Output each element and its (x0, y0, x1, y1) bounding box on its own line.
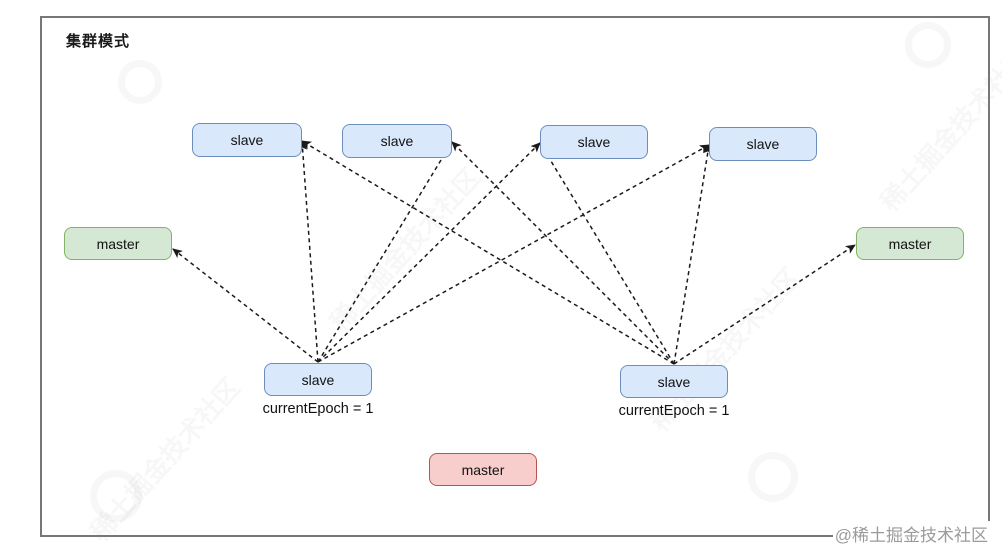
diagram-title: 集群模式 (66, 33, 131, 50)
node-slave-top-3: slave (540, 125, 648, 159)
node-master-left: master (64, 227, 172, 260)
node-slave-top-1: slave (192, 123, 302, 157)
node-master-right: master (856, 227, 964, 260)
node-slave-bottom-right: slave (620, 365, 728, 398)
diagram-frame (40, 16, 990, 537)
epoch-caption-left: currentEpoch = 1 (262, 401, 374, 417)
node-slave-bottom-left: slave (264, 363, 372, 396)
epoch-caption-right: currentEpoch = 1 (618, 403, 730, 419)
node-slave-top-4: slave (709, 127, 817, 161)
node-slave-top-2: slave (342, 124, 452, 158)
node-master-failed: master (429, 453, 537, 486)
credit-watermark: @稀土掘金技术社区 (832, 521, 990, 546)
